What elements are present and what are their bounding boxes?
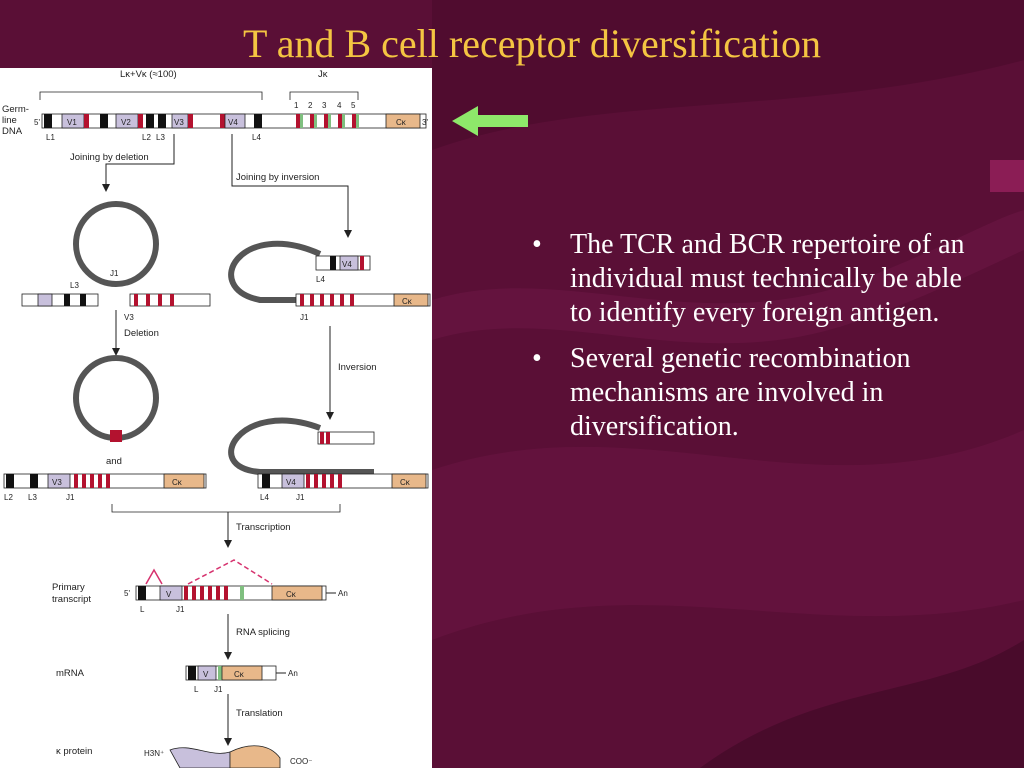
inversion-label: Inversion: [338, 362, 377, 373]
left-arrow-icon: [452, 106, 528, 136]
l3-label: L3: [70, 281, 79, 290]
germline-label: Germ-: [2, 104, 29, 115]
rss-mark: [220, 114, 225, 128]
l4-label: L4: [252, 133, 261, 142]
three-prime-label: 3': [422, 118, 428, 127]
vk-bracket: [39, 91, 263, 100]
germline-label: line: [2, 115, 17, 126]
j1-label: J1: [296, 493, 305, 502]
rss-mark: [188, 114, 193, 128]
primary-transcript-label: transcript: [52, 594, 91, 605]
ck-segment: [385, 113, 421, 129]
excised-circle: [73, 355, 159, 441]
mrna-label: mRNA: [56, 668, 85, 679]
leader-segment: [44, 114, 52, 128]
j1-label: J1: [110, 269, 119, 278]
leader-segment: [158, 114, 166, 128]
jk-bracket: [289, 91, 359, 100]
ck-label: Cκ: [402, 297, 413, 306]
l4-label: L4: [316, 275, 325, 284]
v3-label: V3: [124, 313, 134, 322]
c-terminus-label: COO⁻: [290, 757, 312, 766]
flow-arrow: [105, 134, 175, 186]
bullet-item: •The TCR and BCR repertoire of an indivi…: [532, 229, 965, 328]
bullet-text: The TCR and BCR repertoire of an individ…: [570, 229, 965, 328]
leader-segment: [100, 114, 108, 128]
kappa-protein-label: κ protein: [56, 746, 92, 757]
ck-label: Cκ: [396, 118, 407, 127]
v3-label: V3: [52, 478, 62, 487]
v4-label: V4: [286, 478, 296, 487]
inversion-loop-2: [228, 417, 374, 475]
j1-label: J1: [66, 493, 75, 502]
rss-mark: [84, 114, 89, 128]
v4-label: V4: [228, 118, 238, 127]
rss-mark: [138, 114, 143, 128]
bullet-list: •The TCR and BCR repertoire of an indivi…: [530, 228, 970, 456]
v1-label: V1: [67, 118, 77, 127]
v-segment: [224, 113, 246, 129]
ck-label: Cκ: [400, 478, 411, 487]
l-label: L: [194, 685, 199, 694]
five-prime-label: 5': [34, 118, 40, 127]
transcription-label: Transcription: [236, 522, 291, 533]
vk-group-label: Lκ+Vκ (≈100): [120, 69, 177, 80]
translation-label: Translation: [236, 708, 283, 719]
j-number: 2: [308, 101, 313, 110]
l-label: L: [140, 605, 145, 614]
joining-inversion-label: Joining by inversion: [236, 172, 319, 183]
l2-label: L2: [4, 493, 13, 502]
jk-group-label: Jκ: [318, 69, 328, 80]
j-number: 1: [294, 101, 299, 110]
j1-label: J1: [176, 605, 185, 614]
leader-segment: [254, 114, 262, 128]
bullet-item: •Several genetic recombination mechanism…: [532, 343, 911, 442]
ck-label: Cκ: [234, 670, 245, 679]
j1-label: J1: [214, 685, 223, 694]
germline-label: DNA: [2, 126, 23, 137]
v-label: V: [203, 670, 209, 679]
v4-label: V4: [342, 260, 352, 269]
ck-label: Cκ: [286, 590, 297, 599]
v3-label: V3: [174, 118, 184, 127]
deletion-loop: [73, 201, 159, 287]
deletion-label: Deletion: [124, 328, 159, 339]
l1-label: L1: [46, 133, 55, 142]
poly-a-label: An: [288, 669, 298, 678]
j-number: 4: [337, 101, 342, 110]
joining-deletion-label: Joining by deletion: [70, 152, 149, 163]
and-label: and: [106, 456, 122, 467]
j-number: 5: [351, 101, 356, 110]
j1-label: J1: [300, 313, 309, 322]
inversion-loop: [228, 240, 430, 303]
l4-label: L4: [260, 493, 269, 502]
poly-a-label: An: [338, 589, 348, 598]
v2-label: V2: [121, 118, 131, 127]
j-number: 3: [322, 101, 327, 110]
five-prime-label: 5': [124, 589, 130, 598]
l3-label: L3: [156, 133, 165, 142]
l3-label: L3: [28, 493, 37, 502]
ck-label: Cκ: [172, 478, 183, 487]
bullet-text: Several genetic recombination mechanisms…: [570, 343, 911, 442]
n-terminus-label: H3N⁺: [144, 749, 164, 758]
rna-splicing-label: RNA splicing: [236, 627, 290, 638]
slide-title: T and B cell receptor diversification: [243, 21, 821, 66]
primary-transcript-label: Primary: [52, 582, 85, 593]
flow-arrow: [231, 134, 349, 232]
kappa-recombination-figure: Lκ+Vκ (≈100) Jκ 1 2 3 4 5 Germ- line DNA…: [0, 68, 432, 768]
v-label: V: [166, 590, 172, 599]
leader-segment: [146, 114, 154, 128]
l2-label: L2: [142, 133, 151, 142]
